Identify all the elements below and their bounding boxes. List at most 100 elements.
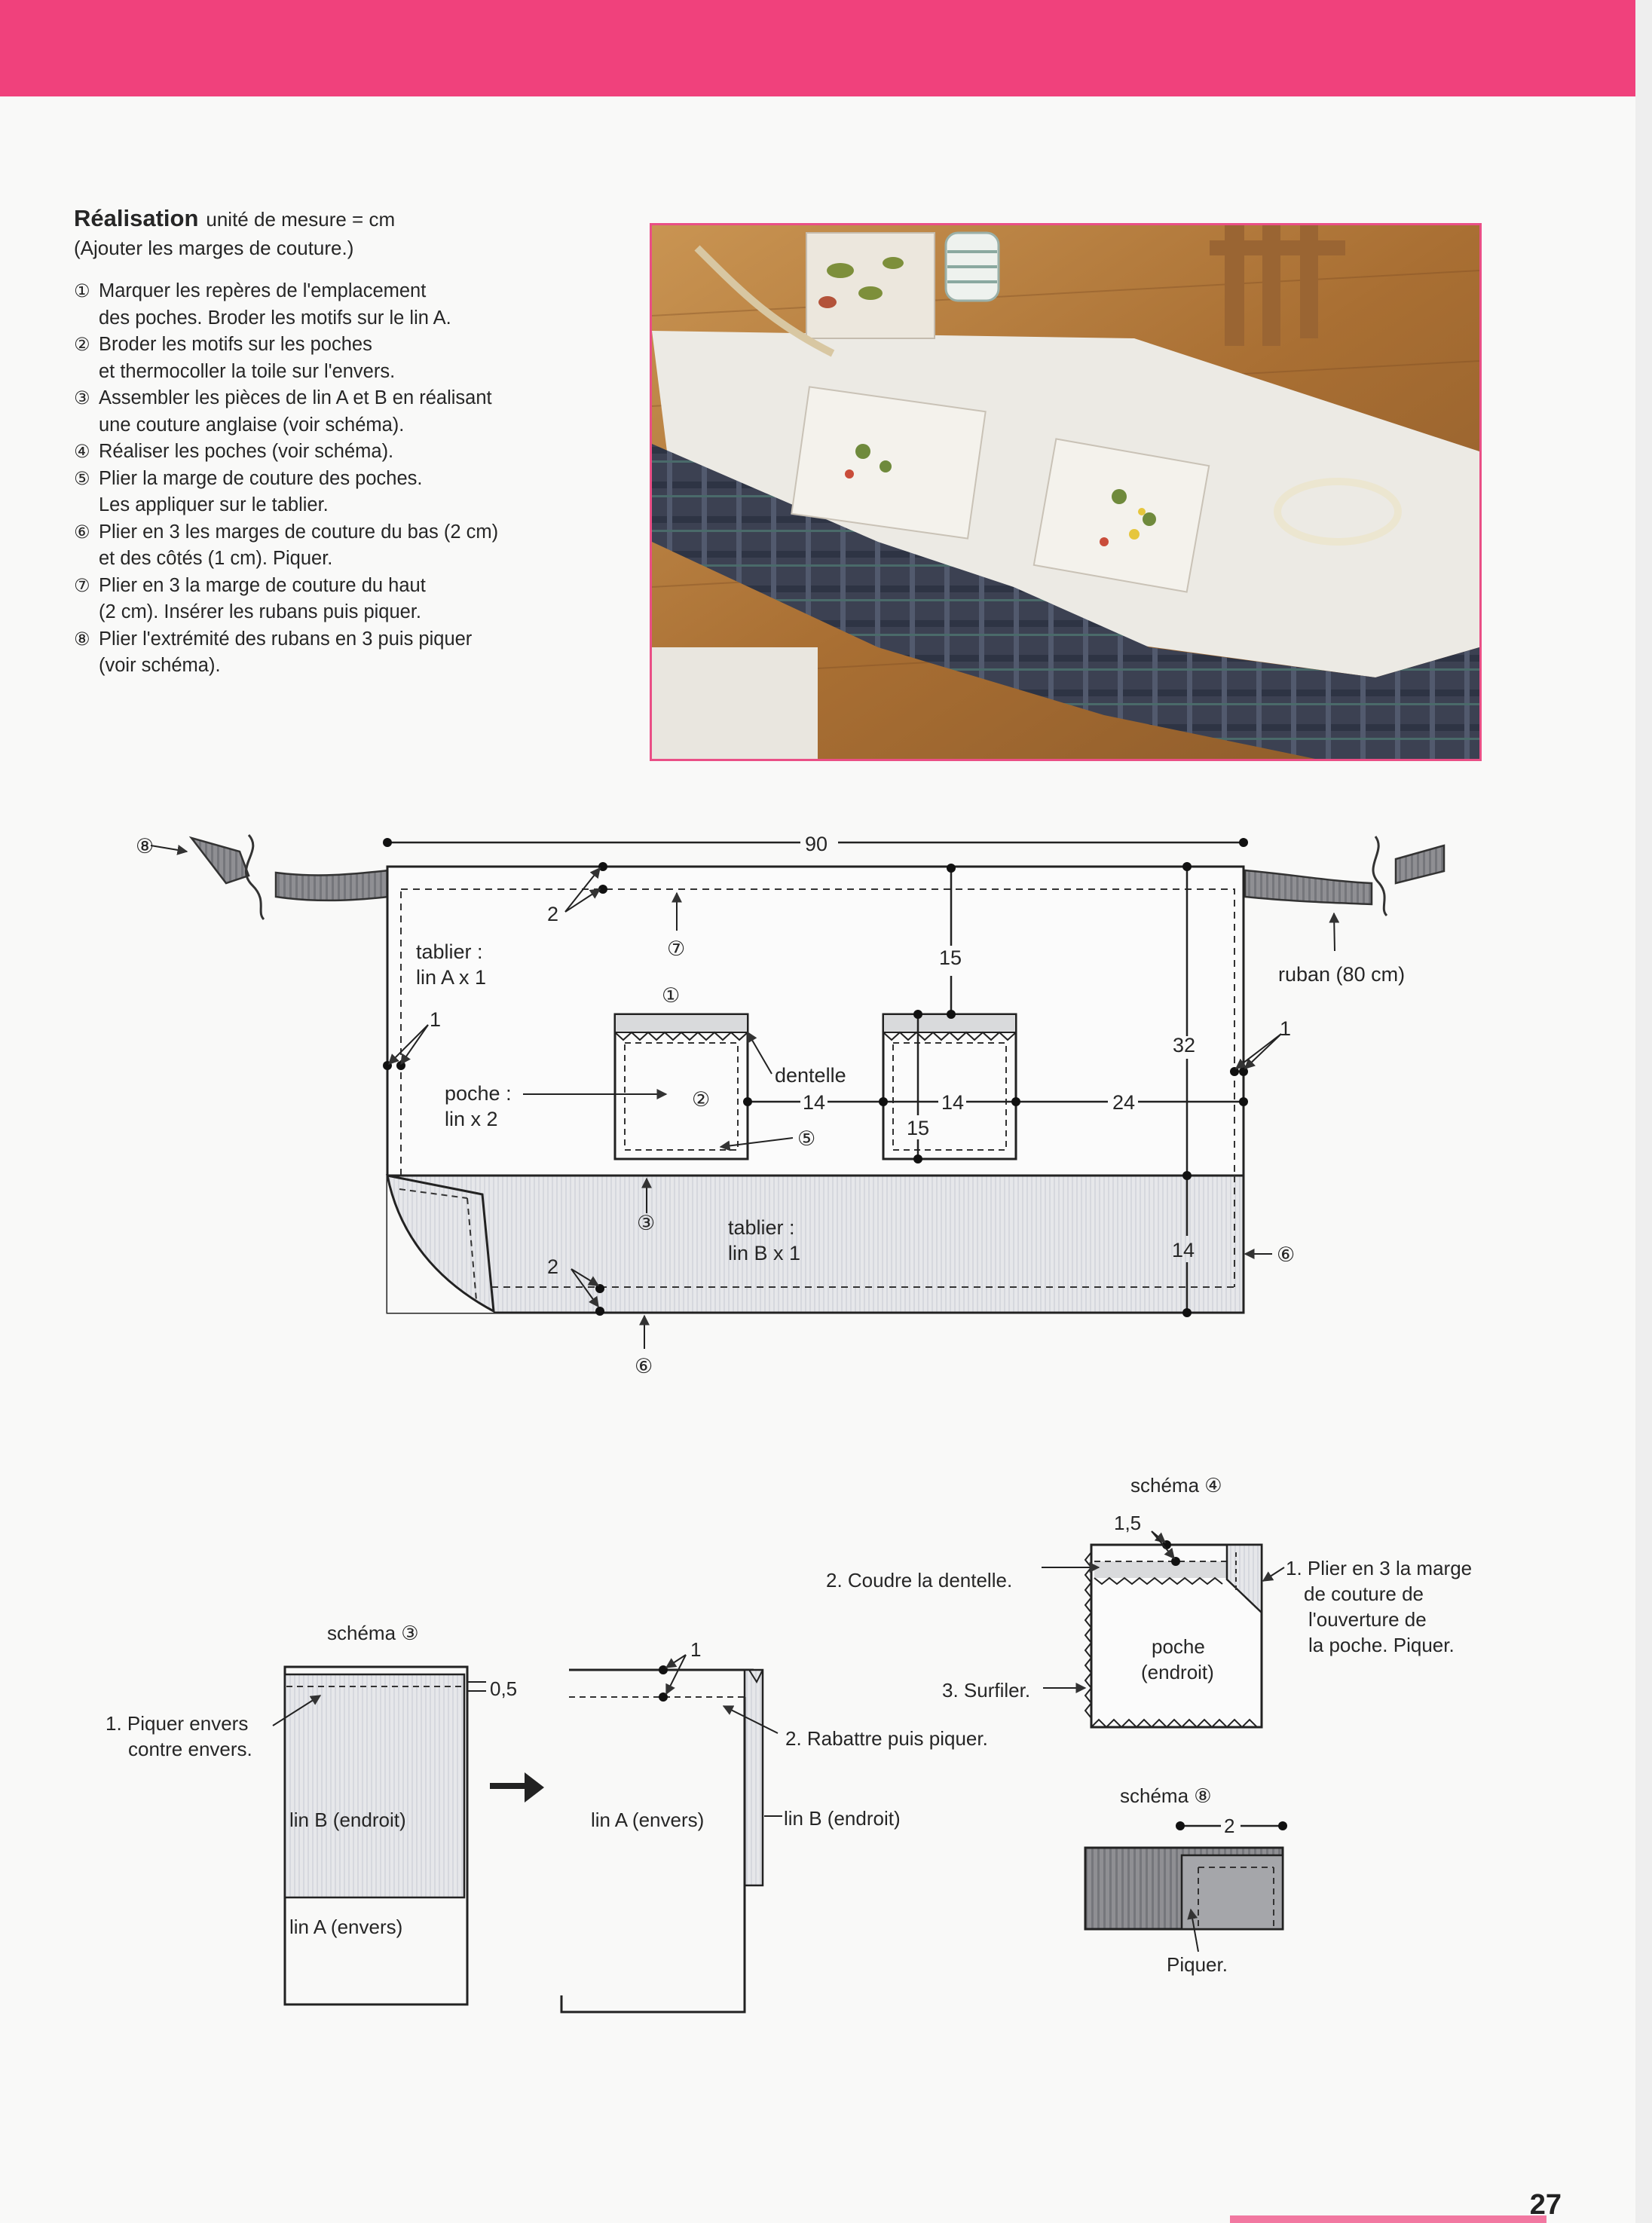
tablier-b-line2: lin B x 1 [728, 1242, 800, 1264]
instructions-subtitle: (Ajouter les marges de couture.) [74, 237, 354, 259]
header-color-band [0, 0, 1652, 96]
step-text: Réaliser les poches (voir schéma). [99, 441, 394, 462]
instructions-block: Réalisation unité de mesure = cm (Ajouter… [74, 203, 586, 680]
ribbon-left-end [188, 836, 250, 885]
apron-photo [650, 223, 1482, 761]
tablier-a-line2: lin A x 1 [416, 966, 486, 989]
schema3-lin-a: lin A (envers) [289, 1916, 402, 1938]
width-label: 90 [805, 833, 828, 855]
schema3-title: schéma ③ [327, 1622, 419, 1644]
step-text: Assembler les pièces de lin A et B en ré… [99, 387, 492, 436]
page-edge [1635, 0, 1652, 2223]
step-text: Plier l'extrémité des rubans en 3 puis p… [99, 628, 473, 677]
dim-1-left: 1 [430, 1008, 441, 1031]
tablier-b-line1: tablier : [728, 1216, 795, 1239]
schema4-step1-line2: de couture de [1304, 1582, 1424, 1605]
dim-14-right: 14 [1172, 1239, 1195, 1261]
dim-15-pocket: 15 [907, 1117, 929, 1139]
mark-3: ③ [637, 1212, 655, 1235]
schema3-lin-b: lin B (endroit) [289, 1809, 406, 1831]
schema3-lin-b-2: lin B (endroit) [784, 1807, 901, 1830]
schema4-step1-line4: la poche. Piquer. [1308, 1634, 1455, 1656]
instruction-step: ⑤ Plier la marge de couture des poches. L… [74, 466, 586, 519]
apron-lin-a [386, 865, 1245, 1177]
step-text: Broder les motifs sur les poches et ther… [99, 334, 396, 382]
corner-fold [386, 1174, 495, 1313]
mark-2: ② [692, 1088, 710, 1112]
schema-4: schéma ④ 1,5 1. Plier en 3 la marge de c… [826, 1474, 1472, 1729]
dim-2-top: 2 [547, 903, 558, 925]
tablier-a-line1: tablier : [416, 940, 483, 963]
schema8-piquer: Piquer. [1167, 1953, 1228, 1976]
poche-line1: poche : [445, 1082, 512, 1105]
schema4-step2: 2. Coudre la dentelle. [826, 1569, 1012, 1592]
step-number: ③ [74, 387, 90, 408]
schema4-step3: 3. Surfiler. [942, 1679, 1030, 1702]
ribbon-break-left [245, 833, 265, 921]
ribbon-left [274, 869, 390, 902]
schema4-poche-line2: (endroit) [1141, 1661, 1214, 1683]
ruban-label: ruban (80 cm) [1278, 963, 1405, 986]
mark-6-bottom: ⑥ [635, 1355, 653, 1378]
schema4-title: schéma ④ [1130, 1474, 1222, 1497]
step-number: ② [74, 334, 90, 355]
schema4-poche-line1: poche [1152, 1635, 1205, 1658]
schema-3: schéma ③ 0,5 1. Piquer envers contre env… [106, 1622, 988, 2014]
schema3-step2: 2. Rabattre puis piquer. [785, 1727, 988, 1750]
unit-note: unité de mesure = cm [206, 208, 396, 231]
instruction-step: ③ Assembler les pièces de lin A et B en r… [74, 385, 586, 439]
instructions-title: Réalisation [74, 205, 199, 231]
apron-lin-b [386, 1174, 1245, 1314]
step-number: ⑤ [74, 467, 90, 489]
schema3-step1-line1: 1. Piquer envers [106, 1712, 248, 1735]
step-number: ① [74, 280, 90, 301]
steps-list: ① Marquer les repères de l'emplacement de… [74, 278, 586, 680]
schema8-dim: 2 [1224, 1815, 1234, 1837]
dim-32: 32 [1173, 1034, 1195, 1056]
step-number: ④ [74, 441, 90, 462]
step-text: Plier en 3 la marge de couture du haut (… [99, 574, 426, 623]
schema3-dim-05: 0,5 [490, 1677, 517, 1700]
schema3-dim-1: 1 [690, 1638, 701, 1661]
dim-2-bottom: 2 [547, 1255, 558, 1278]
ribbon-break-right [1372, 836, 1388, 917]
instruction-step: ⑥ Plier en 3 les marges de couture du bas… [74, 519, 586, 573]
mark-1: ① [662, 984, 680, 1008]
step-text: Plier en 3 les marges de couture du bas … [99, 521, 499, 570]
page-number: 27 [1529, 2189, 1562, 2221]
apron-photo-illustration [652, 225, 1479, 759]
schema4-dim: 1,5 [1114, 1512, 1141, 1534]
schema4-step1-line3: l'ouverture de [1308, 1608, 1427, 1631]
instruction-step: ⑦ Plier en 3 la marge de couture du haut … [74, 573, 586, 626]
step-number: ⑥ [74, 521, 90, 543]
schema3-step1-line2: contre envers. [128, 1738, 252, 1760]
step-text: Plier la marge de couture des poches. Le… [99, 467, 423, 516]
poche-line2: lin x 2 [445, 1108, 498, 1130]
instruction-step: ⑧ Plier l'extrémité des rubans en 3 puis … [74, 626, 586, 680]
step-number: ⑦ [74, 574, 90, 596]
step-number: ⑧ [74, 628, 90, 650]
instruction-step: ④ Réaliser les poches (voir schéma). [74, 439, 586, 466]
step-text: Marquer les repères de l'emplacement des… [99, 280, 451, 329]
schema-8: schéma ⑧ 2 Piquer. [1084, 1784, 1287, 1976]
mark-7: ⑦ [667, 937, 685, 961]
instruction-step: ② Broder les motifs sur les poches et the… [74, 332, 586, 385]
instructions-heading: Réalisation unité de mesure = cm [74, 203, 586, 234]
schema8-title: schéma ⑧ [1120, 1784, 1212, 1807]
mark-6-right: ⑥ [1277, 1243, 1295, 1267]
ribbon-right [1244, 869, 1373, 906]
schema3-lin-a-2: lin A (envers) [591, 1809, 704, 1831]
ribbon-right-end [1394, 844, 1446, 885]
dim-14-a: 14 [803, 1091, 825, 1114]
dim-14-b: 14 [941, 1091, 964, 1114]
schema4-step1-line1: 1. Plier en 3 la marge [1286, 1557, 1472, 1579]
dim-15-top: 15 [939, 946, 962, 969]
dim-1-right: 1 [1280, 1017, 1291, 1040]
dim-24: 24 [1112, 1091, 1135, 1114]
footer-band [1230, 2215, 1546, 2223]
dentelle-label: dentelle [775, 1064, 846, 1087]
instruction-step: ① Marquer les repères de l'emplacement de… [74, 278, 586, 332]
mark-8: ⑧ [136, 835, 154, 858]
mark-5: ⑤ [797, 1127, 815, 1151]
